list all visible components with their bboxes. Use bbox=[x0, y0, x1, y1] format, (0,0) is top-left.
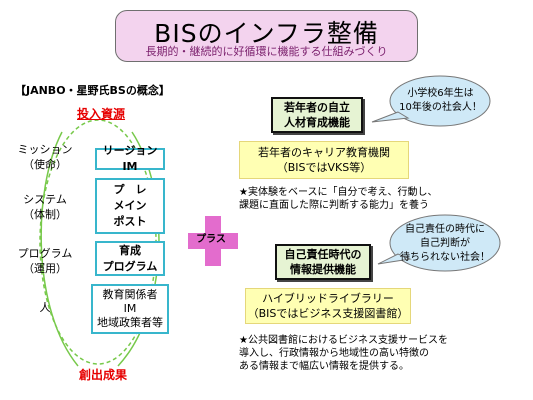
speech-bubble-1-line1: 小学校6年生は bbox=[407, 88, 474, 99]
box-career-line1: 若年者のキャリア教育機関 bbox=[258, 146, 390, 159]
row-label-program: プログラム （運用） bbox=[10, 246, 80, 276]
box-pre-text: プ レ bbox=[113, 183, 147, 196]
page-subtitle: 長期的・継続的に好循環に機能する仕組みづくり bbox=[145, 45, 388, 58]
box-library-line1: ハイブリッドライブラリー bbox=[262, 292, 394, 305]
plus-label: プラス bbox=[196, 234, 226, 245]
note-library-line3: ある情報まで幅広い情報を提供する。 bbox=[239, 361, 409, 372]
row-label-people: 人 bbox=[10, 300, 80, 315]
box-training-program: 育成 プログラム bbox=[95, 241, 165, 276]
note-hybrid-library: ★公共図書館におけるビジネス支援サービスを 導入し、行政情報から地域性の高い特徴… bbox=[239, 334, 448, 373]
heading-self-line1: 自己責任時代の bbox=[284, 248, 362, 261]
speech-bubble-2-tail bbox=[377, 253, 412, 265]
row-label-system-line2: （体制） bbox=[23, 208, 67, 221]
box-educators-text: 教育関係者 bbox=[102, 288, 158, 301]
box-im-text: IM bbox=[123, 302, 137, 315]
speech-bubble-2-shape bbox=[389, 214, 501, 272]
speech-bubble-2-line2: 自己判断が bbox=[420, 238, 470, 249]
box-policymakers-text: 地域政策者等 bbox=[97, 316, 163, 329]
flow-arrow-left bbox=[40, 131, 79, 367]
box-region-im: リージョンIM bbox=[95, 144, 165, 173]
box-training-text: 育成 bbox=[119, 243, 141, 257]
output-results-label: 創出成果 bbox=[79, 368, 128, 382]
concept-heading: 【JANBO・星野氏BSの概念】 bbox=[15, 84, 170, 97]
note-library-line2: 導入し、行政情報から地域性の高い特徴の bbox=[239, 348, 429, 359]
speech-bubble-1: 小学校6年生は 10年後の社会人！ bbox=[393, 82, 488, 120]
heading-youth-independence: 若年者の自立 人材育成機能 bbox=[271, 97, 363, 133]
row-label-mission: ミッション （使命） bbox=[10, 142, 80, 172]
note-career-education: ★実体験をベースに「自分で考え、行動し、 課題に直面した際に判断する能力」を養う bbox=[239, 186, 437, 212]
box-career-education: 若年者のキャリア教育機関 （BISではVKS等） bbox=[239, 141, 409, 179]
row-label-program-line1: プログラム bbox=[17, 247, 73, 260]
box-region-im-text: リージョンIM bbox=[102, 144, 158, 173]
box-hybrid-library: ハイブリッドライブラリー （BISではビジネス支援図書館） bbox=[245, 288, 411, 324]
box-stakeholders: 教育関係者 IM 地域政策者等 bbox=[91, 284, 169, 334]
note-career-line2: 課題に直面した際に判断する能力」を養う bbox=[239, 200, 429, 211]
speech-bubble-2: 自己責任の時代に 自己判断が 待ちられない社会！ bbox=[393, 222, 497, 266]
box-main-text: メイン bbox=[113, 199, 147, 212]
row-label-system: システム （体制） bbox=[10, 192, 80, 222]
speech-bubble-1-shape bbox=[389, 75, 491, 127]
box-pre-main-post: プ レ メイン ポスト bbox=[95, 178, 165, 234]
speech-bubble-1-line2: 10年後の社会人！ bbox=[399, 102, 482, 113]
heading-youth-line2: 人材育成機能 bbox=[284, 116, 350, 129]
row-label-people-line1: 人 bbox=[39, 301, 51, 314]
heading-self-line2: 情報提供機能 bbox=[290, 263, 356, 276]
box-library-line2: （BISではビジネス支援図書館） bbox=[247, 307, 409, 320]
row-label-mission-line1: ミッション bbox=[17, 143, 73, 156]
plus-sign bbox=[188, 216, 238, 266]
note-career-line1: ★実体験をベースに「自分で考え、行動し、 bbox=[239, 187, 438, 198]
speech-bubble-2-line1: 自己責任の時代に bbox=[405, 224, 485, 235]
heading-self-responsibility: 自己責任時代の 情報提供機能 bbox=[275, 244, 371, 280]
speech-bubble-1-tail bbox=[371, 111, 410, 123]
note-library-line1: ★公共図書館におけるビジネス支援サービスを bbox=[239, 335, 448, 346]
box-program-text: プログラム bbox=[102, 259, 158, 273]
row-label-mission-line2: （使命） bbox=[23, 158, 67, 171]
row-label-system-line1: システム bbox=[23, 193, 67, 206]
page-title: BISのインフラ整備 bbox=[154, 19, 379, 48]
row-label-program-line2: （運用） bbox=[23, 262, 67, 275]
title-banner: BISのインフラ整備 長期的・継続的に好循環に機能する仕組みづくり bbox=[115, 10, 418, 62]
box-post-text: ポスト bbox=[113, 215, 147, 228]
box-career-line2: （BISではVKS等） bbox=[276, 161, 372, 174]
input-resources-label: 投入資源 bbox=[77, 107, 126, 121]
speech-bubble-2-line3: 待ちられない社会！ bbox=[400, 252, 490, 263]
heading-youth-line1: 若年者の自立 bbox=[284, 101, 350, 114]
